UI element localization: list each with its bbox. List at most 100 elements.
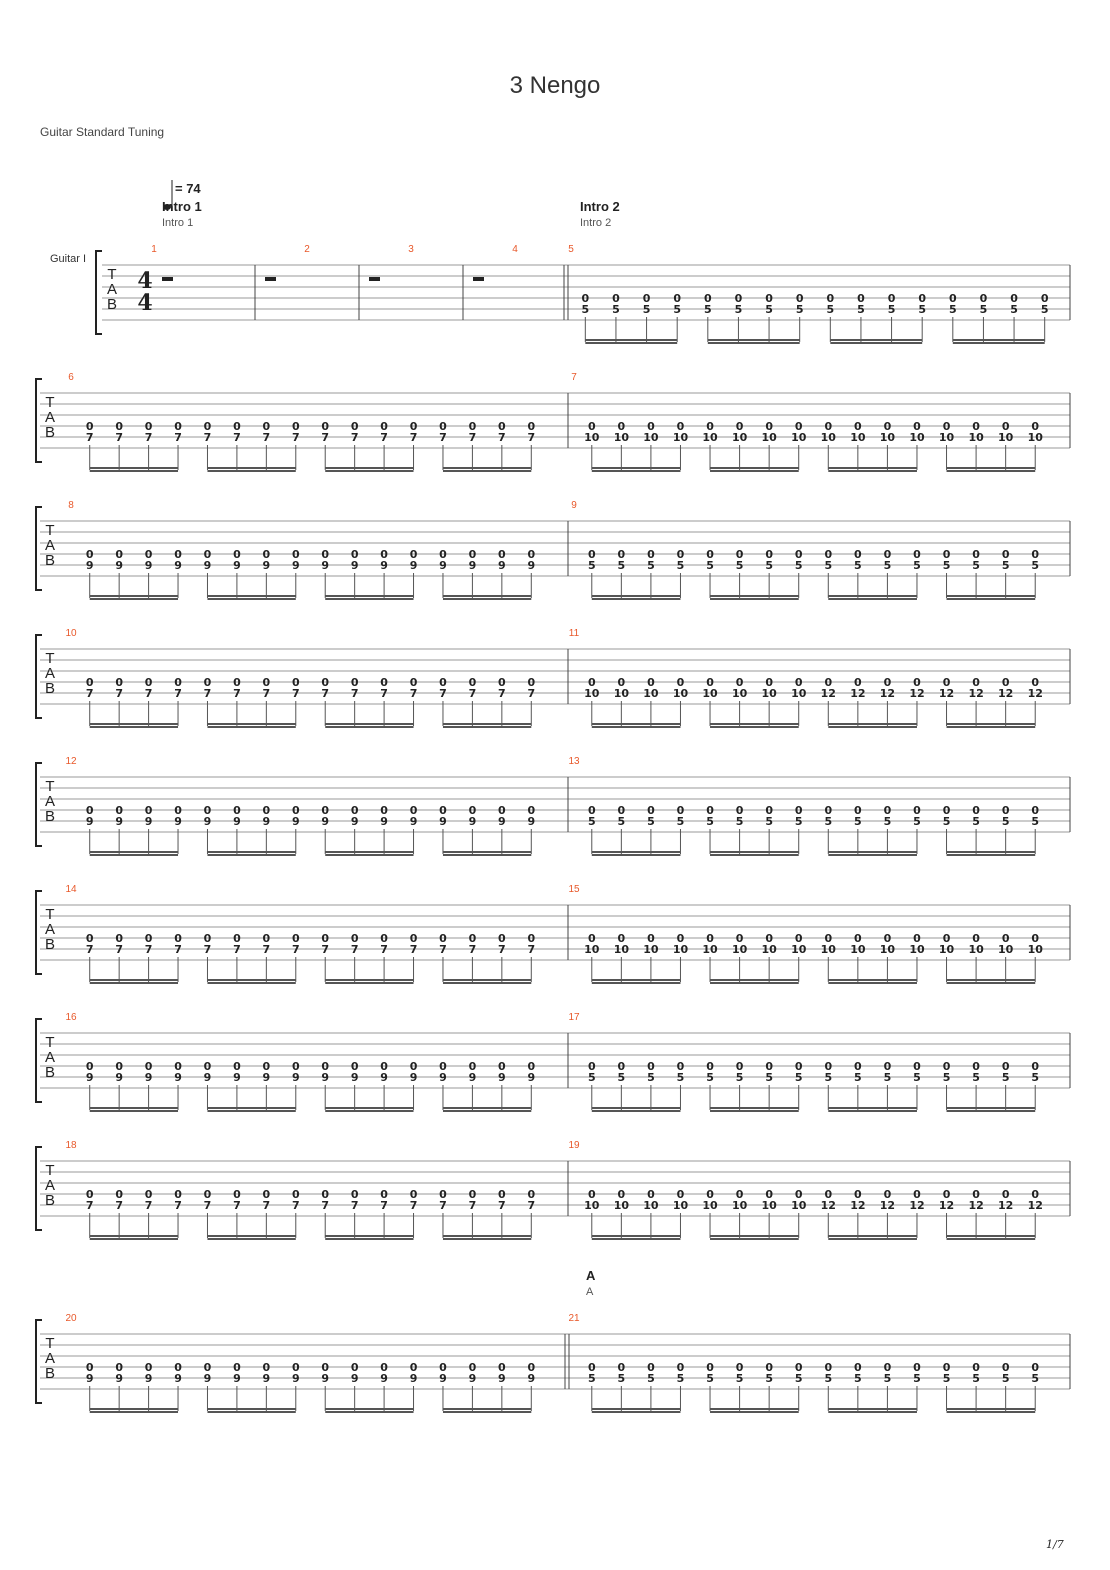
fret-number-lower: 5 — [588, 559, 596, 572]
fret-number-lower: 10 — [614, 431, 630, 444]
fret-number-lower: 7 — [439, 1199, 447, 1212]
fret-number-lower: 5 — [643, 303, 651, 316]
fret-number-lower: 7 — [145, 687, 153, 700]
fret-number-upper: 0 — [647, 1060, 655, 1073]
measure-number: 2 — [304, 244, 310, 255]
fret-number-lower: 5 — [795, 1372, 803, 1385]
fret-number-upper: 0 — [884, 1188, 892, 1201]
fret-number-lower: 9 — [145, 1372, 153, 1385]
fret-number-upper: 0 — [351, 804, 359, 817]
fret-number-upper: 0 — [410, 1361, 418, 1374]
fret-number-upper: 0 — [351, 932, 359, 945]
fret-number-upper: 0 — [765, 676, 773, 689]
fret-number-lower: 5 — [1031, 1372, 1039, 1385]
fret-number-lower: 12 — [909, 1199, 924, 1212]
system-bracket — [95, 250, 102, 335]
fret-number-lower: 10 — [998, 431, 1014, 444]
fret-number-lower: 9 — [410, 1372, 418, 1385]
fret-number-upper: 0 — [1002, 1060, 1010, 1073]
section-title: Intro 2 — [580, 199, 620, 214]
fret-number-upper: 0 — [884, 804, 892, 817]
tab-clef-letter: B — [45, 424, 55, 441]
fret-number-upper: 0 — [233, 676, 241, 689]
tab-clef-letter: A — [45, 409, 55, 426]
fret-number-upper: 0 — [174, 804, 182, 817]
fret-number-lower: 12 — [880, 1199, 895, 1212]
fret-number-lower: 7 — [469, 687, 477, 700]
fret-number-upper: 0 — [824, 1060, 832, 1073]
fret-number-lower: 5 — [736, 1372, 744, 1385]
fret-number-lower: 10 — [762, 943, 778, 956]
section-title: Intro 1 — [162, 199, 202, 214]
fret-number-upper: 0 — [292, 1361, 300, 1374]
fret-number-upper: 0 — [233, 1188, 241, 1201]
fret-number-upper: 0 — [706, 548, 714, 561]
tab-clef-letter: T — [45, 778, 54, 795]
fret-number-upper: 0 — [824, 548, 832, 561]
fret-number-upper: 0 — [145, 676, 153, 689]
fret-number-lower: 10 — [762, 1199, 778, 1212]
fret-number-lower: 9 — [380, 1071, 388, 1084]
fret-number-lower: 5 — [972, 1071, 980, 1084]
fret-number-upper: 0 — [380, 1188, 388, 1201]
fret-number-lower: 5 — [1031, 559, 1039, 572]
fret-number-upper: 0 — [439, 1060, 447, 1073]
fret-number-upper: 0 — [647, 804, 655, 817]
fret-number-upper: 0 — [1002, 1361, 1010, 1374]
fret-number-lower: 9 — [469, 1071, 477, 1084]
fret-number-lower: 5 — [677, 559, 685, 572]
fret-number-lower: 12 — [968, 1199, 983, 1212]
fret-number-lower: 10 — [1028, 943, 1044, 956]
fret-number-lower: 9 — [204, 1372, 212, 1385]
fret-number-lower: 5 — [677, 1071, 685, 1084]
fret-number-upper: 0 — [943, 1060, 951, 1073]
fret-number-lower: 7 — [174, 1199, 182, 1212]
fret-number-upper: 0 — [736, 1188, 744, 1201]
fret-number-lower: 10 — [673, 431, 689, 444]
fret-number-lower: 10 — [732, 431, 748, 444]
fret-number-lower: 5 — [588, 1071, 596, 1084]
whole-rest — [162, 277, 173, 281]
fret-number-lower: 10 — [880, 943, 896, 956]
measure-number: 18 — [65, 1140, 77, 1151]
fret-number-lower: 9 — [498, 1071, 506, 1084]
fret-number-lower: 10 — [791, 687, 807, 700]
fret-number-upper: 0 — [1002, 804, 1010, 817]
fret-number-upper: 0 — [588, 1361, 596, 1374]
fret-number-upper: 0 — [145, 932, 153, 945]
measure-number: 16 — [65, 1012, 77, 1023]
fret-number-upper: 0 — [884, 548, 892, 561]
fret-number-lower: 5 — [884, 815, 892, 828]
fret-number-upper: 0 — [706, 932, 714, 945]
tab-clef-letter: B — [45, 680, 55, 697]
fret-number-upper: 0 — [115, 1361, 123, 1374]
fret-number-upper: 0 — [351, 548, 359, 561]
fret-number-lower: 10 — [909, 943, 925, 956]
fret-number-upper: 0 — [469, 1060, 477, 1073]
fret-number-upper: 0 — [469, 932, 477, 945]
fret-number-lower: 7 — [86, 687, 94, 700]
fret-number-upper: 0 — [1002, 676, 1010, 689]
fret-number-lower: 5 — [1010, 303, 1018, 316]
fret-number-upper: 0 — [588, 932, 596, 945]
fret-number-lower: 10 — [762, 687, 778, 700]
fret-number-lower: 10 — [732, 1199, 748, 1212]
fret-number-lower: 10 — [821, 431, 837, 444]
fret-number-upper: 0 — [618, 1060, 626, 1073]
fret-number-upper: 0 — [321, 932, 329, 945]
fret-number-lower: 10 — [968, 431, 984, 444]
fret-number-upper: 0 — [677, 1361, 685, 1374]
measure-number: 1 — [151, 244, 157, 255]
fret-number-lower: 12 — [968, 687, 983, 700]
fret-number-lower: 5 — [943, 1071, 951, 1084]
tab-clef-letter: T — [45, 1162, 54, 1179]
fret-number-upper: 0 — [263, 1060, 271, 1073]
fret-number-upper: 0 — [824, 420, 832, 433]
fret-number-lower: 10 — [702, 687, 718, 700]
fret-number-upper: 0 — [527, 804, 535, 817]
fret-number-lower: 7 — [380, 1199, 388, 1212]
fret-number-upper: 0 — [677, 804, 685, 817]
fret-number-lower: 9 — [321, 1372, 329, 1385]
fret-number-lower: 10 — [673, 687, 689, 700]
fret-number-lower: 5 — [972, 1372, 980, 1385]
